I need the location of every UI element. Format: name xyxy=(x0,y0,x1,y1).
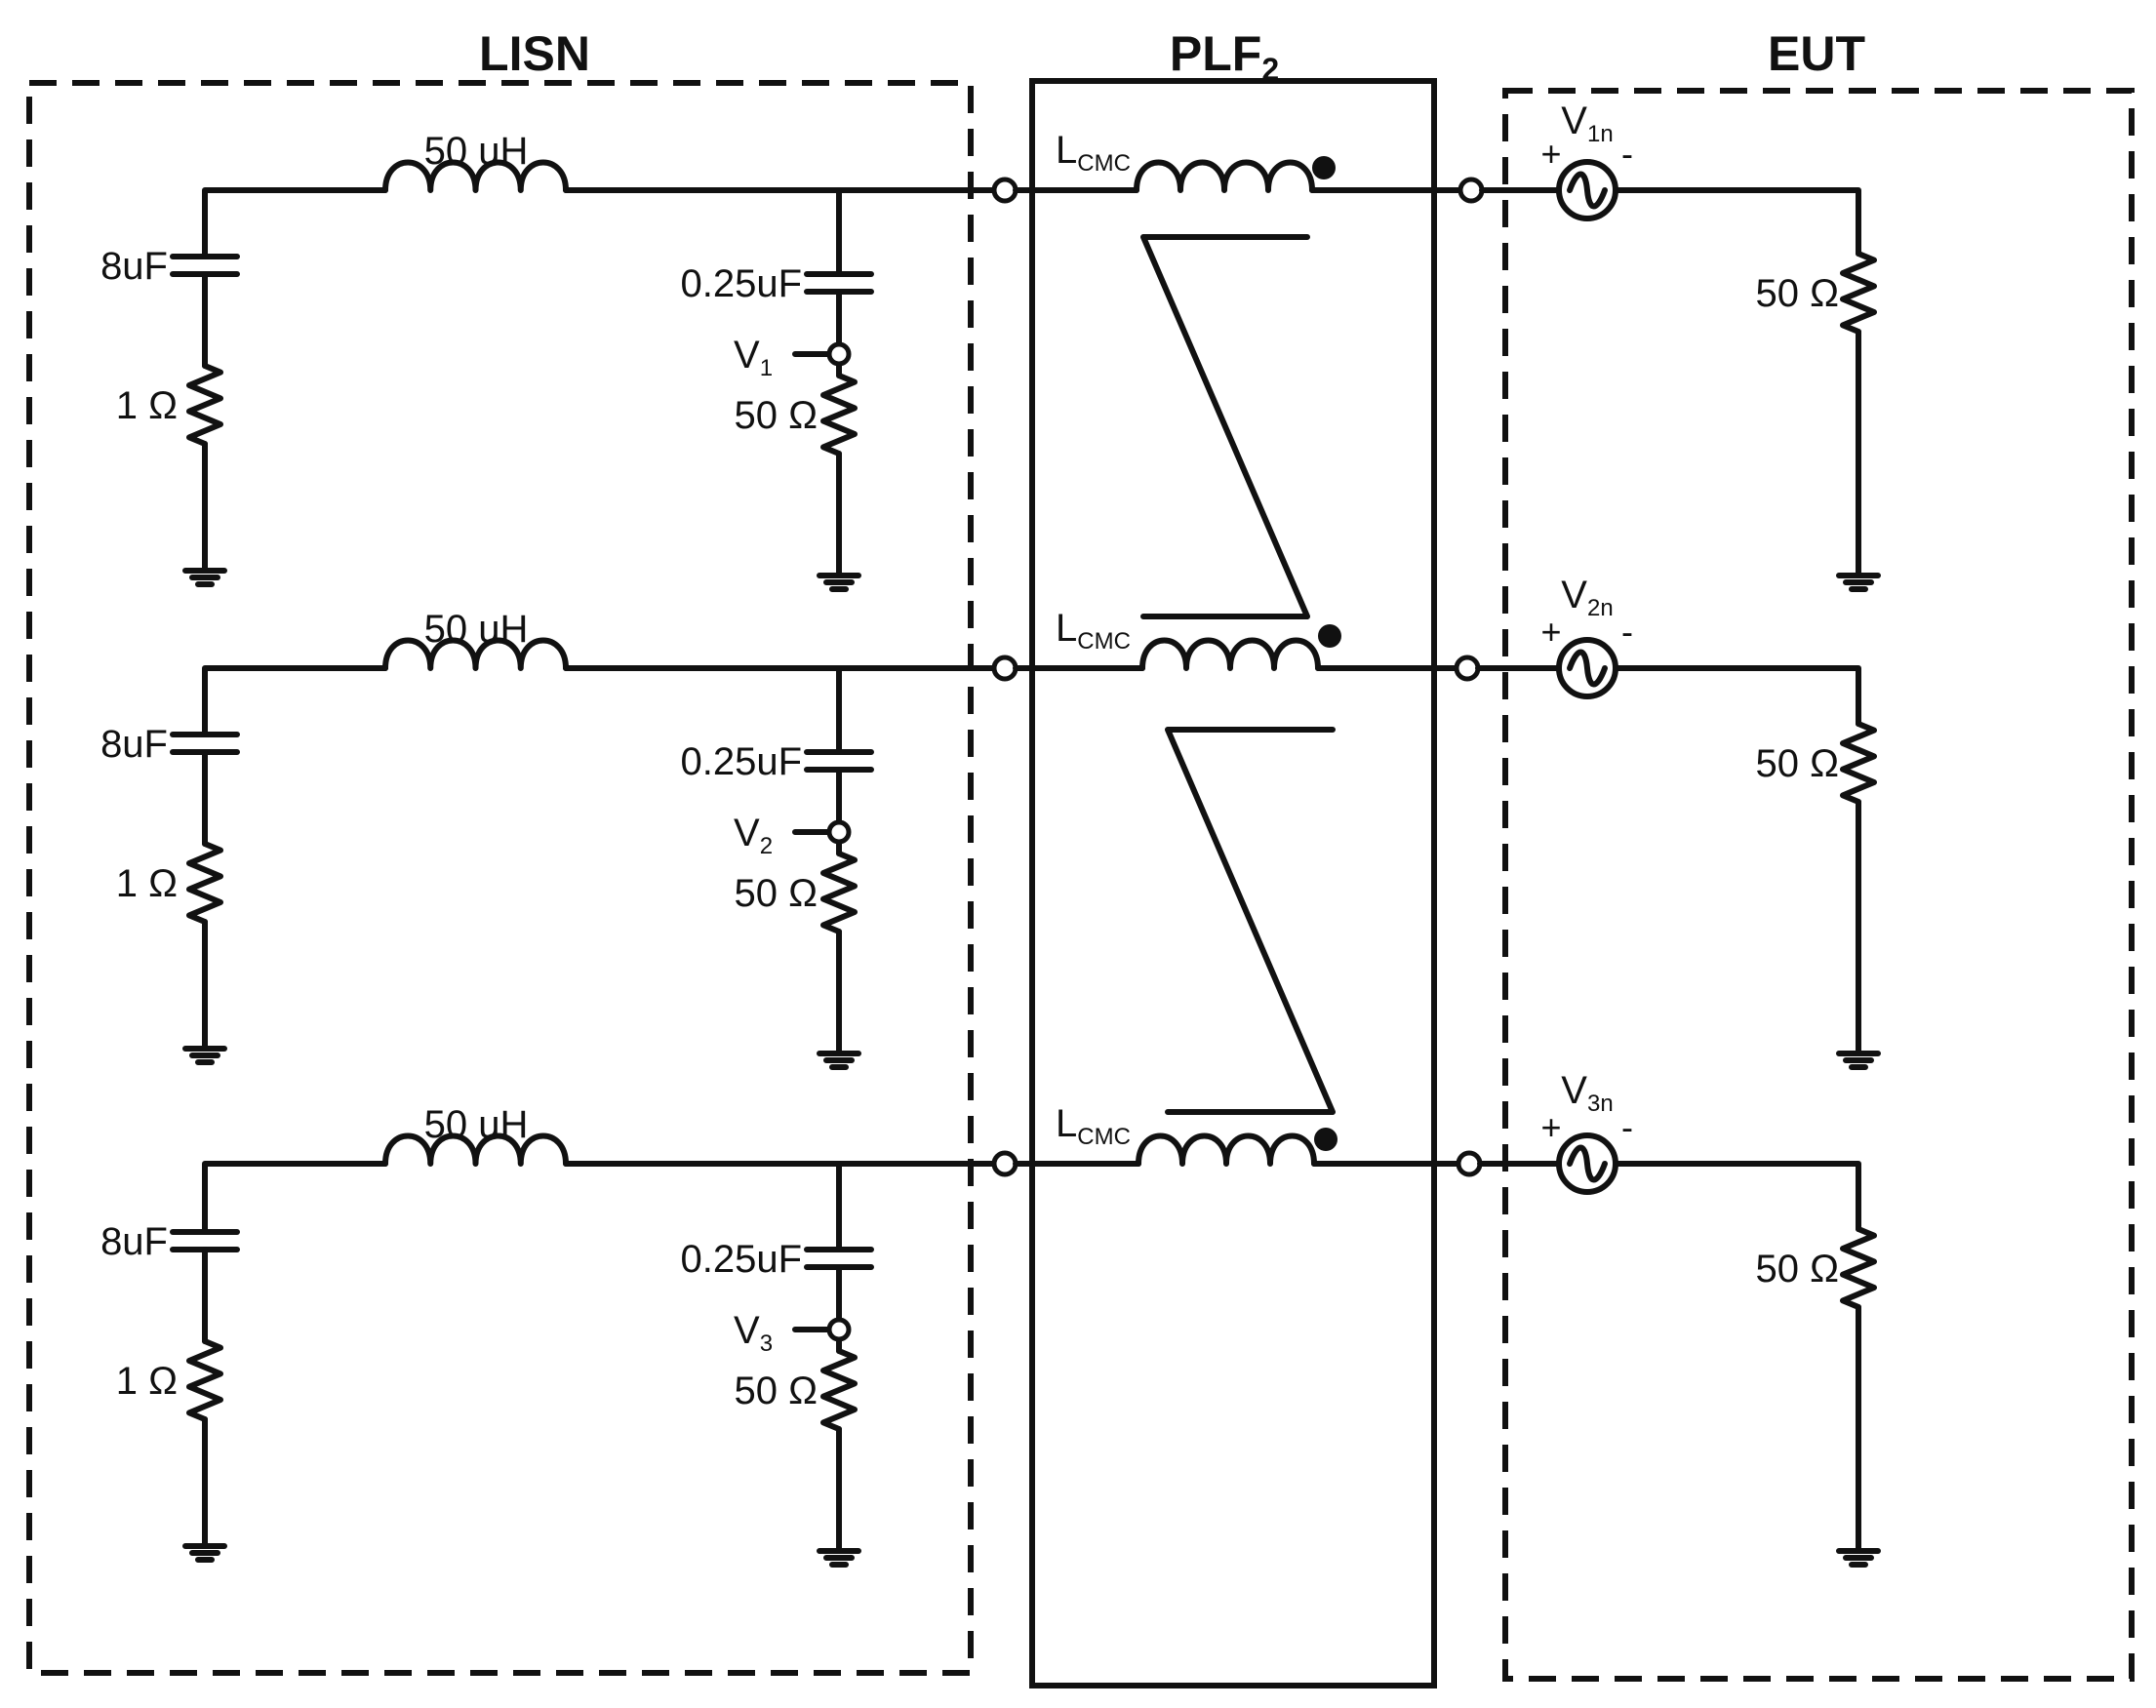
eut-title: EUT xyxy=(1768,26,1865,81)
probe-label: V3 xyxy=(734,1309,773,1357)
lisn-inductor-label: 50 uH xyxy=(424,1103,529,1146)
probe-node xyxy=(826,819,852,845)
cmc-winding xyxy=(1136,1132,1317,1167)
cmc-label: LCMC xyxy=(1056,1102,1131,1150)
ground-icon xyxy=(1836,1051,1881,1070)
polarity-dot xyxy=(1312,156,1336,179)
ground-icon xyxy=(182,568,227,587)
source-label: V3n xyxy=(1561,1069,1613,1117)
probe-node xyxy=(826,1317,852,1342)
lisn-inductor-label: 50 uH xyxy=(424,130,529,173)
cmc-core-upper xyxy=(1140,234,1310,619)
lisn-cap-025uf xyxy=(804,271,874,295)
cmc-label: LCMC xyxy=(1056,129,1131,177)
lisn-wire xyxy=(202,187,996,259)
lisn-title: LISN xyxy=(479,26,590,81)
terminal-node xyxy=(991,655,1018,682)
source-label: V2n xyxy=(1561,574,1613,621)
lisn-block-outline xyxy=(26,80,974,1676)
plf-block-outline xyxy=(1029,78,1437,1688)
phase-row-1: 50 uH 8uF 1 Ω 0.25uF V1 50 Ω LCMC + -V1n 50 Ω xyxy=(100,99,1881,592)
terminal-node xyxy=(1457,177,1485,204)
eut-wire xyxy=(1475,665,1861,1056)
polarity-dot xyxy=(1318,624,1341,648)
ground-icon xyxy=(817,573,861,592)
lisn-inductor xyxy=(382,637,569,671)
lisn-cap-8uf-label: 8uF xyxy=(100,1220,168,1263)
plf-title: PLF2 xyxy=(1170,26,1279,87)
ac-source-icon xyxy=(1556,637,1618,699)
lisn-resistor-1ohm-label: 1 Ω xyxy=(116,1360,178,1403)
lisn-cap-025uf xyxy=(804,1247,874,1270)
source-plus-label: + xyxy=(1540,1107,1561,1147)
lisn-cap-025uf-label: 0.25uF xyxy=(680,1238,802,1281)
terminal-node xyxy=(1454,655,1481,682)
terminal-node xyxy=(991,1150,1018,1177)
ac-source-icon xyxy=(1556,159,1618,221)
lisn-inductor xyxy=(382,159,569,193)
lisn-cap-8uf-label: 8uF xyxy=(100,245,168,288)
lisn-cap-8uf-label: 8uF xyxy=(100,723,168,766)
source-plus-label: + xyxy=(1540,612,1561,652)
ac-source-icon xyxy=(1556,1132,1618,1195)
lisn-right-wire xyxy=(792,187,842,578)
eut-wire xyxy=(1477,1161,1861,1554)
lisn-resistor-50ohm-label: 50 Ω xyxy=(734,394,818,437)
eut-wire xyxy=(1479,187,1861,578)
cmc-core-lower xyxy=(1165,727,1336,1115)
eut-block-outline xyxy=(1502,88,2135,1682)
lisn-wire xyxy=(202,1161,996,1235)
cmc-winding xyxy=(1139,637,1321,671)
lisn-inductor-label: 50 uH xyxy=(424,608,529,651)
eut-load-label: 50 Ω xyxy=(1755,272,1839,315)
lisn-resistor-1ohm xyxy=(186,363,223,447)
ground-icon xyxy=(817,1051,861,1070)
phase-row-2: 50 uH 8uF 1 Ω 0.25uF V2 50 Ω LCMC + -V2n 50 Ω xyxy=(100,574,1881,1070)
lisn-resistor-1ohm-label: 1 Ω xyxy=(116,384,178,427)
lisn-resistor-50ohm xyxy=(820,1348,858,1432)
ground-icon xyxy=(1836,1548,1881,1568)
lisn-resistor-1ohm xyxy=(186,1338,223,1422)
cmc-label: LCMC xyxy=(1056,607,1131,655)
probe-node xyxy=(826,341,852,367)
lisn-resistor-1ohm-label: 1 Ω xyxy=(116,862,178,905)
lisn-cap-025uf-label: 0.25uF xyxy=(680,740,802,783)
lisn-resistor-50ohm xyxy=(820,851,858,934)
ground-icon xyxy=(182,1046,227,1065)
source-minus-label: - xyxy=(1621,612,1633,652)
lisn-resistor-1ohm xyxy=(186,841,223,925)
eut-load-label: 50 Ω xyxy=(1755,742,1839,785)
lisn-resistor-50ohm-label: 50 Ω xyxy=(734,872,818,915)
source-minus-label: - xyxy=(1621,134,1633,174)
eut-load-resistor xyxy=(1840,1226,1877,1310)
probe-label: V1 xyxy=(734,334,773,381)
lisn-resistor-50ohm-label: 50 Ω xyxy=(734,1370,818,1412)
eut-load-resistor xyxy=(1840,721,1877,805)
lisn-right-wire xyxy=(792,665,842,1056)
source-minus-label: - xyxy=(1621,1107,1633,1147)
source-plus-label: + xyxy=(1540,134,1561,174)
source-label: V1n xyxy=(1561,99,1613,147)
eut-load-resistor xyxy=(1840,251,1877,335)
polarity-dot xyxy=(1314,1128,1338,1151)
ground-icon xyxy=(817,1548,861,1568)
probe-label: V2 xyxy=(734,812,773,859)
ground-icon xyxy=(1836,573,1881,592)
eut-load-label: 50 Ω xyxy=(1755,1248,1839,1291)
cmc-winding xyxy=(1134,159,1315,193)
lisn-inductor xyxy=(382,1132,569,1167)
ground-icon xyxy=(182,1543,227,1563)
phase-row-3: 50 uH 8uF 1 Ω 0.25uF V3 50 Ω LCMC + -V3n 50 Ω xyxy=(100,1069,1881,1568)
lisn-wire xyxy=(202,665,996,737)
lisn-cap-025uf-label: 0.25uF xyxy=(680,262,802,305)
lisn-cap-025uf xyxy=(804,749,874,773)
terminal-node xyxy=(991,177,1018,204)
lisn-resistor-50ohm xyxy=(820,373,858,457)
lisn-right-wire xyxy=(792,1161,842,1554)
terminal-node xyxy=(1456,1150,1483,1177)
